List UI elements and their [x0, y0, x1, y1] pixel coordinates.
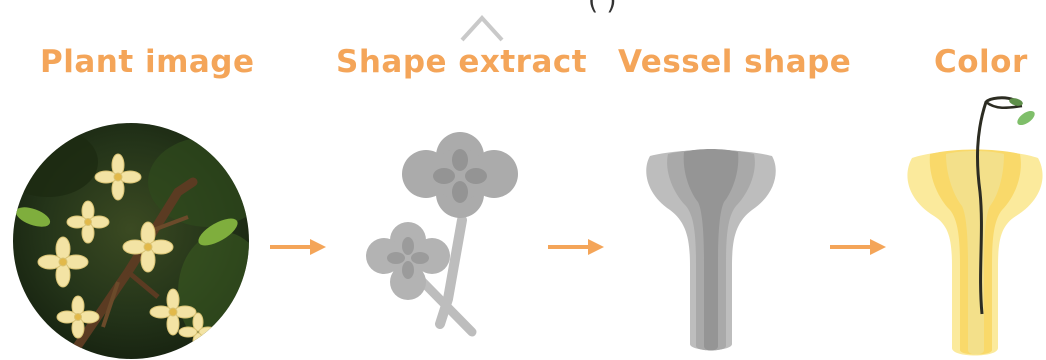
vase-silhouette-icon	[640, 146, 782, 352]
flower-silhouette-icon	[360, 124, 530, 338]
arrow-right-icon	[268, 236, 328, 258]
arrow-right-icon	[828, 236, 888, 258]
colored-vase-icon	[904, 92, 1046, 358]
plant-photo	[8, 122, 254, 360]
stage-label-color: Color	[934, 44, 1028, 80]
stage-label-vessel-shape: Vessel shape	[618, 44, 851, 80]
stage-label-plant-image: Plant image	[40, 44, 255, 80]
arrow-right-icon	[546, 236, 606, 258]
top-cropped-text: ( )	[588, 0, 617, 16]
caret-up-icon	[458, 10, 506, 42]
stage-label-shape-extract: Shape extract	[336, 44, 587, 80]
